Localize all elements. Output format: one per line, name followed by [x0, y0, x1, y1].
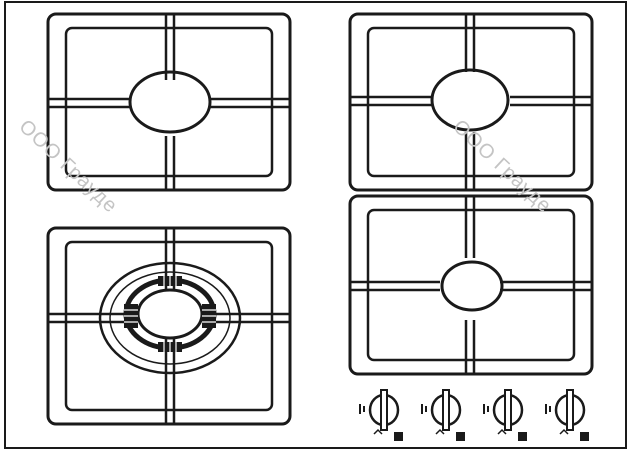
grate-rear-right — [348, 12, 594, 192]
grate-front-right — [348, 194, 594, 376]
cooktop-outline — [4, 1, 627, 449]
burner-rear-right — [430, 68, 510, 132]
knob-1[interactable] — [359, 389, 403, 441]
burner-rear-left — [128, 70, 212, 134]
grate-front-left — [46, 226, 292, 426]
burner-front-left-outer-ring — [98, 261, 242, 375]
burner-front-right — [440, 260, 504, 312]
knob-3[interactable] — [483, 389, 527, 441]
knob-2[interactable] — [421, 389, 465, 441]
knob-4[interactable] — [545, 389, 589, 441]
grate-rear-left — [46, 12, 292, 192]
knob-row — [359, 389, 589, 441]
